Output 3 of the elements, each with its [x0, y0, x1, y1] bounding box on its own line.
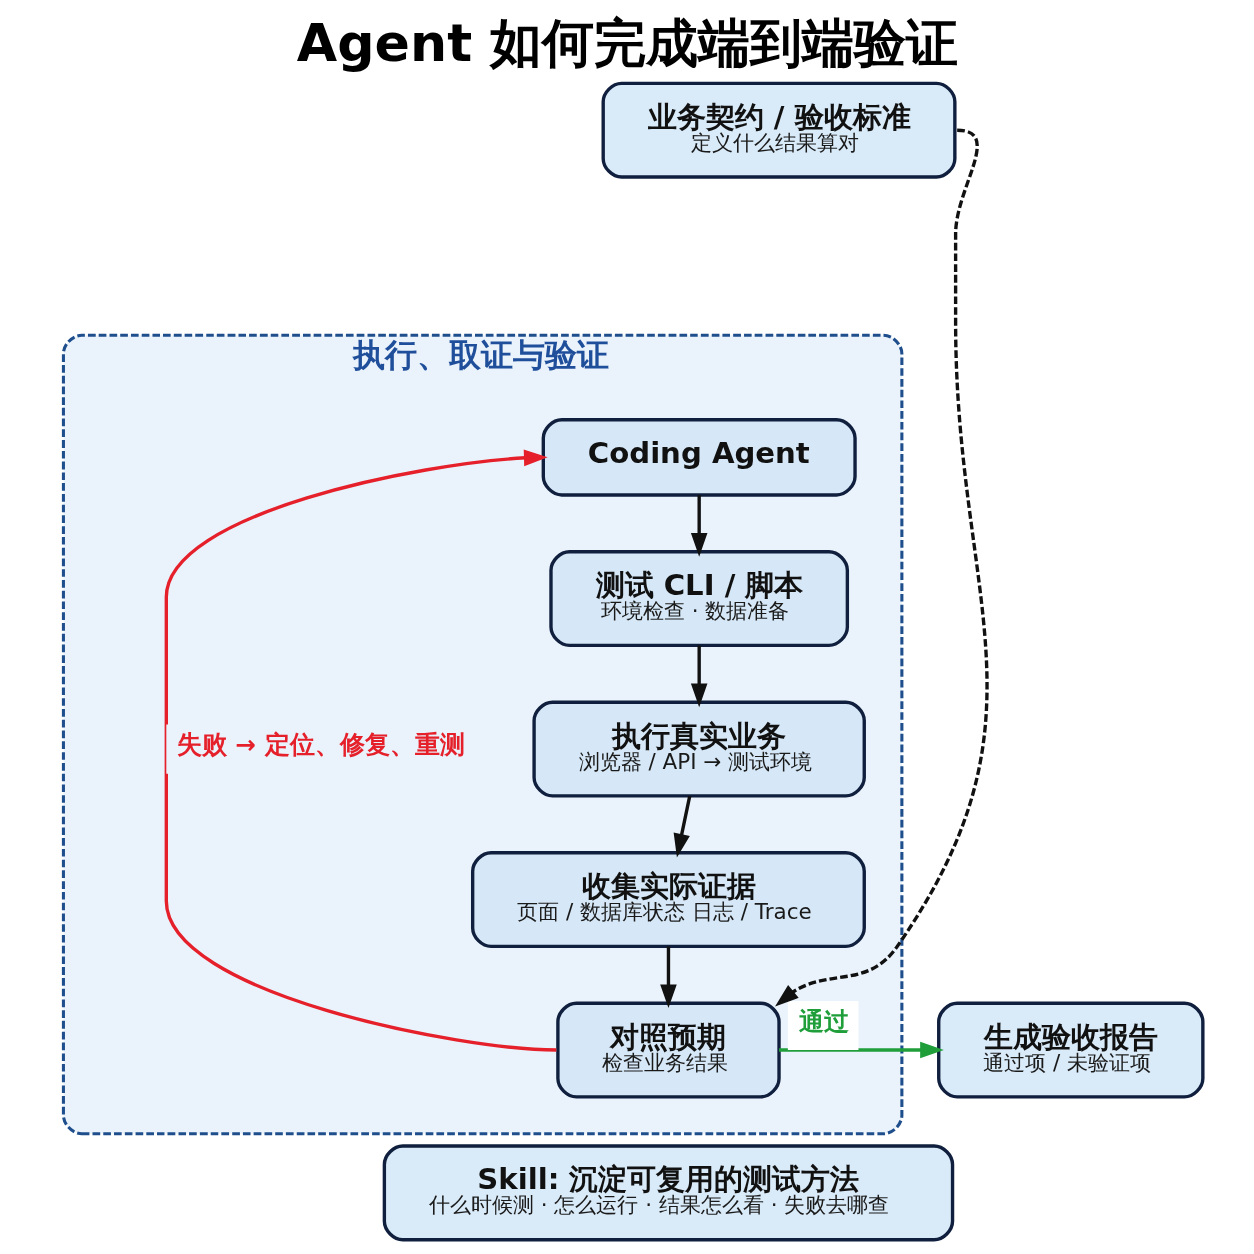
edge-label: 通过: [798, 1006, 849, 1036]
diagram-title: Agent 如何完成端到端验证: [296, 12, 959, 73]
edge-label: 失败 → 定位、修复、重测: [177, 730, 465, 760]
